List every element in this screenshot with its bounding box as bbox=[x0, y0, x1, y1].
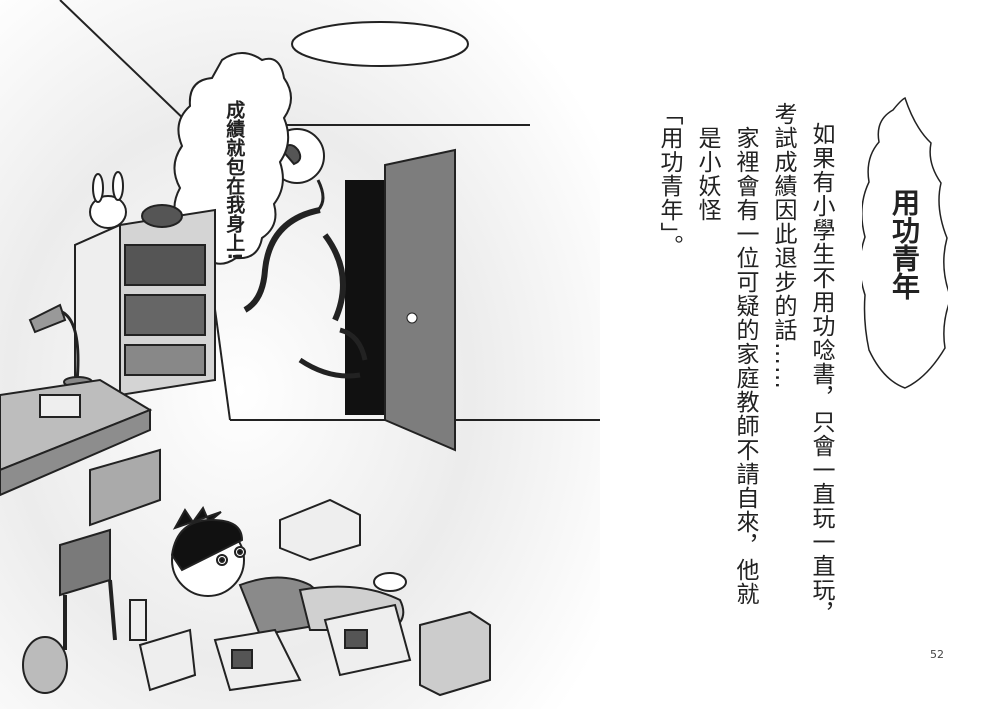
speech-bubble-text: 成績就包在我身上! bbox=[214, 100, 254, 261]
waste-bin bbox=[22, 636, 68, 694]
comic-illustration bbox=[0, 0, 600, 709]
body-line-4: 是小妖怪 bbox=[694, 126, 720, 222]
toy-turtle bbox=[141, 204, 183, 228]
body-text: 如果有小學生不用功唸書，只會一直玩一直玩， 考試成績因此退步的話…… 家裡會有一… bbox=[650, 96, 840, 656]
bookshelf bbox=[74, 208, 216, 407]
bottle-and-snacks bbox=[129, 599, 197, 692]
chair bbox=[59, 528, 117, 650]
toy-box bbox=[279, 498, 361, 562]
toy-rabbit bbox=[89, 171, 127, 229]
body-line-3: 家裡會有一位可疑的家庭教師不請自來，他就 bbox=[732, 126, 758, 606]
body-line-2: 考試成績因此退步的話…… bbox=[770, 102, 796, 390]
body-line-5: 「用功青年」。 bbox=[656, 102, 682, 259]
door bbox=[345, 148, 456, 452]
desk bbox=[0, 378, 161, 527]
title-flame-frame bbox=[862, 96, 948, 389]
storage-drawers bbox=[419, 610, 491, 697]
comic-books bbox=[213, 603, 412, 692]
ceiling-light bbox=[291, 21, 469, 67]
chapter-title: 用功青年 bbox=[884, 188, 924, 300]
title-text: 用功青年 bbox=[888, 188, 921, 300]
page-number: 52 bbox=[930, 648, 944, 661]
globe-monster bbox=[243, 128, 368, 379]
body-line-1: 如果有小學生不用功唸書，只會一直玩一直玩， bbox=[808, 122, 834, 626]
speech-bubble-label: 成績就包在我身上! bbox=[223, 100, 246, 261]
